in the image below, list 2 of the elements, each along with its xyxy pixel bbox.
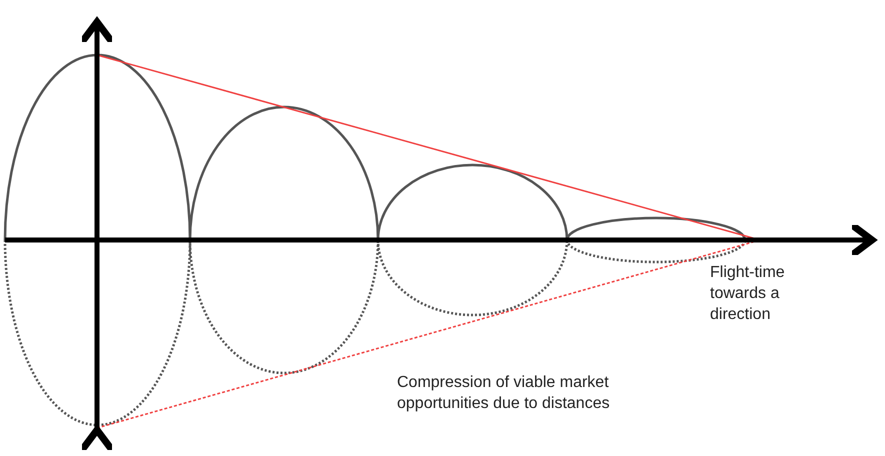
axis-label: Flight-time towards a direction [710, 263, 786, 325]
annotation-text: Compression of viable market opportunities due to distances [397, 373, 611, 414]
